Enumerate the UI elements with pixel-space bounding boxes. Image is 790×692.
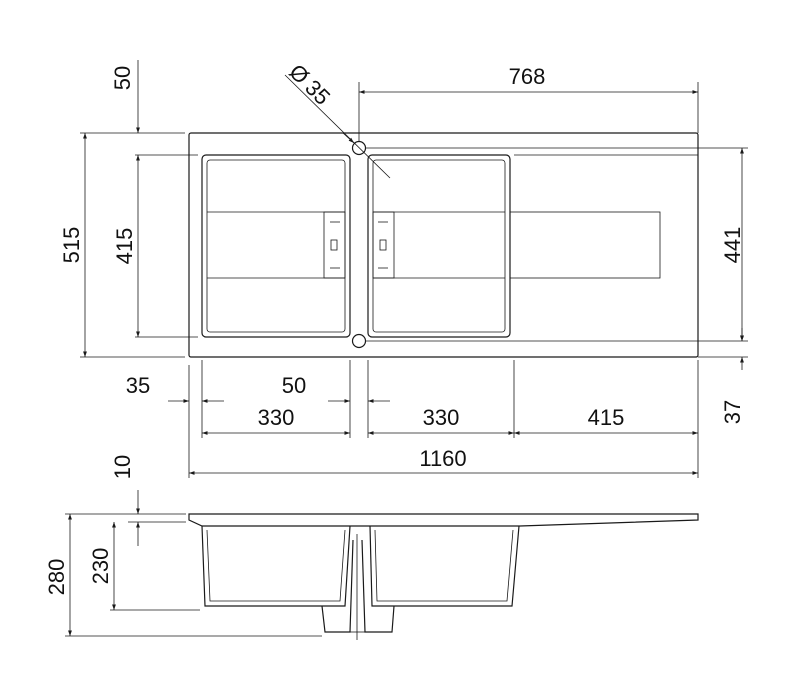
drainer-recess xyxy=(509,211,661,279)
top-dimensions: 50 515 415 768 Ø 35 441 37 xyxy=(59,59,748,424)
dim-drainer-length: 415 xyxy=(588,405,625,430)
side-rim xyxy=(188,513,699,527)
side-bowl-right xyxy=(369,525,520,607)
dim-bowl-depth: 415 xyxy=(112,228,137,265)
dim-rim-thickness: 10 xyxy=(110,455,135,479)
side-bowl-inner-left xyxy=(206,529,346,602)
dim-bottom-margin: 37 xyxy=(720,400,745,424)
sink-outline xyxy=(188,132,699,358)
side-waste-right xyxy=(361,539,395,633)
top-view xyxy=(188,132,699,358)
dim-bowl-gap: 50 xyxy=(282,373,306,398)
dim-top-overhang: 50 xyxy=(110,66,135,90)
dim-overall-depth: 515 xyxy=(59,227,84,264)
dim-overall-height: 280 xyxy=(44,559,69,596)
dim-bowl-2-width: 330 xyxy=(423,405,460,430)
dim-drainer-width: 768 xyxy=(509,64,546,89)
side-bowl-inner-right xyxy=(374,529,514,602)
waste-hole-icon xyxy=(351,333,367,349)
bowl-left-outer xyxy=(201,154,351,338)
side-view xyxy=(188,513,699,640)
side-waste-left xyxy=(321,539,354,633)
bowl-right-inner xyxy=(372,159,506,333)
dim-bowl-1-width: 330 xyxy=(258,405,295,430)
dim-hole-diameter: Ø 35 xyxy=(284,59,335,110)
dim-bowl-height: 230 xyxy=(88,548,113,585)
dim-left-margin: 35 xyxy=(126,373,150,398)
dim-drainer-depth: 441 xyxy=(720,227,745,264)
overflow-right xyxy=(372,211,395,279)
svg-text:35: 35 xyxy=(300,75,335,110)
bowl-right-outer xyxy=(367,154,511,338)
overflow-left xyxy=(323,211,346,279)
side-bowl-left xyxy=(201,525,351,607)
side-dimensions: 10 280 230 xyxy=(44,455,322,637)
dim-overall-width: 1160 xyxy=(419,446,466,471)
width-dimensions: 35 50 330 330 415 1160 xyxy=(126,360,699,478)
